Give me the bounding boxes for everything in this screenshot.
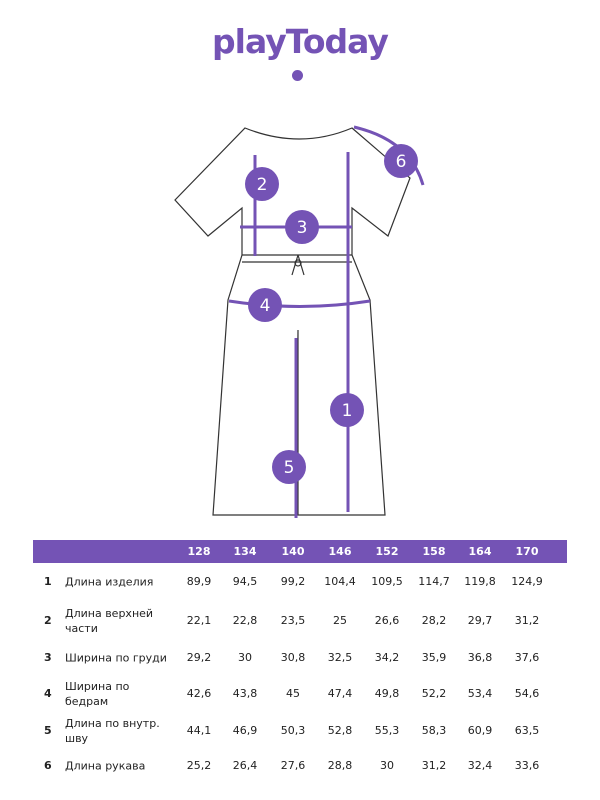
table-cell: 23,5 — [280, 614, 306, 627]
row-number: 5 — [44, 724, 52, 737]
size-header: 170 — [515, 544, 539, 558]
marker-2-label: 2 — [257, 175, 268, 195]
row-label: Длина по внутр. шву — [65, 717, 160, 745]
table-cell: 63,5 — [514, 724, 540, 737]
table-cell: 30,8 — [280, 650, 306, 664]
table-cell: 28,2 — [421, 614, 447, 627]
table-cell: 49,8 — [374, 687, 400, 700]
marker-4-label: 4 — [260, 296, 271, 316]
table-cell: 26,6 — [374, 614, 400, 627]
table-cell: 50,3 — [280, 724, 306, 737]
table-cell: 89,9 — [186, 575, 212, 588]
table-cell: 119,8 — [464, 575, 496, 588]
logo-dot — [292, 70, 303, 81]
table-cell: 52,8 — [327, 724, 353, 737]
table-cell: 30 — [380, 759, 394, 772]
row-label: Длина изделия — [65, 575, 154, 589]
size-header: 152 — [375, 544, 399, 558]
table-cell: 46,9 — [232, 724, 258, 737]
table-cell: 94,5 — [232, 575, 258, 588]
table-row: 4 Ширина по бедрам 42,6 43,8 45 47,4 49,8 52,2 5… — [33, 674, 567, 714]
marker-2 — [245, 167, 279, 201]
table-cell: 55,3 — [374, 724, 400, 737]
table-cell: 22,8 — [232, 614, 258, 627]
table-row: 5 Длина по внутр. шву 44,1 46,9 50,3 52,8 55,3… — [33, 714, 567, 748]
row-number: 2 — [44, 614, 52, 627]
row-label: Ширина по бедрам — [65, 680, 130, 708]
marker-3-label: 3 — [297, 218, 308, 238]
table-cell: 25,2 — [186, 759, 212, 772]
table-cell: 37,6 — [514, 650, 540, 664]
table-cell: 43,8 — [232, 687, 258, 700]
size-table: 128 134 140 146 152 158 164 170 1 Длина изделия 8… — [33, 540, 567, 784]
size-header: 140 — [281, 544, 305, 558]
row-label: Ширина по груди — [65, 651, 167, 664]
table-cell: 60,9 — [467, 724, 493, 737]
size-header: 158 — [422, 544, 446, 558]
table-cell: 42,6 — [186, 687, 212, 700]
size-header-row: 128 134 140 146 152 158 164 170 — [33, 540, 567, 563]
table-cell: 58,3 — [421, 724, 447, 737]
table-cell: 28,8 — [327, 759, 353, 772]
measure-lines — [228, 125, 425, 518]
marker-5-label: 5 — [284, 458, 295, 478]
markers — [245, 144, 418, 484]
table-cell: 26,4 — [232, 759, 258, 772]
marker-3 — [285, 210, 319, 244]
table-row: 1 Длина изделия 89,9 94,5 99,2 104,4 109,5 114,… — [33, 563, 567, 601]
garment-diagram: 1 2 3 4 5 6 — [174, 125, 425, 518]
table-cell: 29,2 — [186, 650, 212, 664]
table-cell: 35,9 — [421, 650, 447, 664]
marker-6-label: 6 — [396, 152, 407, 172]
size-header: 128 — [187, 544, 211, 558]
table-cell: 32,5 — [327, 650, 353, 664]
row-number: 4 — [44, 687, 52, 700]
size-header: 134 — [233, 544, 257, 558]
table-cell: 99,2 — [280, 575, 306, 588]
row-label: Длина верхней части — [65, 607, 154, 635]
table-cell: 45 — [286, 687, 300, 700]
marker-1-label: 1 — [342, 401, 353, 421]
marker-5 — [272, 450, 306, 484]
row-number: 6 — [44, 759, 52, 772]
marker-4 — [248, 288, 282, 322]
brand-logo: playToday — [212, 22, 389, 61]
table-cell: 109,5 — [371, 575, 403, 588]
table-row: 6 Длина рукава 25,2 26,4 27,6 28,8 30 31,2 32,4 3… — [33, 748, 567, 784]
table-cell: 52,2 — [421, 687, 447, 700]
table-cell: 27,6 — [280, 759, 306, 772]
table-cell: 124,9 — [511, 575, 543, 588]
table-row: 2 Длина верхней части 22,1 22,8 23,5 25 26,6 28… — [33, 601, 567, 641]
table-cell: 30 — [238, 650, 252, 664]
row-label: Длина рукава — [65, 759, 146, 773]
size-header: 146 — [328, 544, 352, 558]
table-cell: 22,1 — [186, 614, 212, 627]
table-cell: 31,2 — [421, 759, 447, 772]
row-number: 3 — [44, 650, 52, 664]
table-cell: 53,4 — [467, 687, 493, 700]
marker-6 — [384, 144, 418, 178]
table-cell: 25 — [333, 614, 347, 627]
jumpsuit-outline — [174, 127, 411, 516]
marker-1 — [330, 393, 364, 427]
table-cell: 33,6 — [514, 759, 540, 772]
table-cell: 29,7 — [467, 614, 493, 627]
table-cell: 104,4 — [324, 575, 356, 588]
table-cell: 54,6 — [514, 687, 540, 700]
table-row: 3 Ширина по груди 29,2 30 30,8 32,5 34,2 35,9 36… — [33, 641, 567, 674]
table-cell: 34,2 — [374, 650, 400, 664]
table-cell: 114,7 — [418, 575, 450, 588]
table-cell: 31,2 — [514, 614, 540, 627]
table-cell: 36,8 — [467, 650, 493, 664]
table-cell: 47,4 — [327, 687, 353, 700]
table-cell: 44,1 — [186, 724, 212, 737]
table-cell: 32,4 — [467, 759, 493, 772]
row-number: 1 — [44, 575, 52, 588]
size-header: 164 — [468, 544, 492, 558]
